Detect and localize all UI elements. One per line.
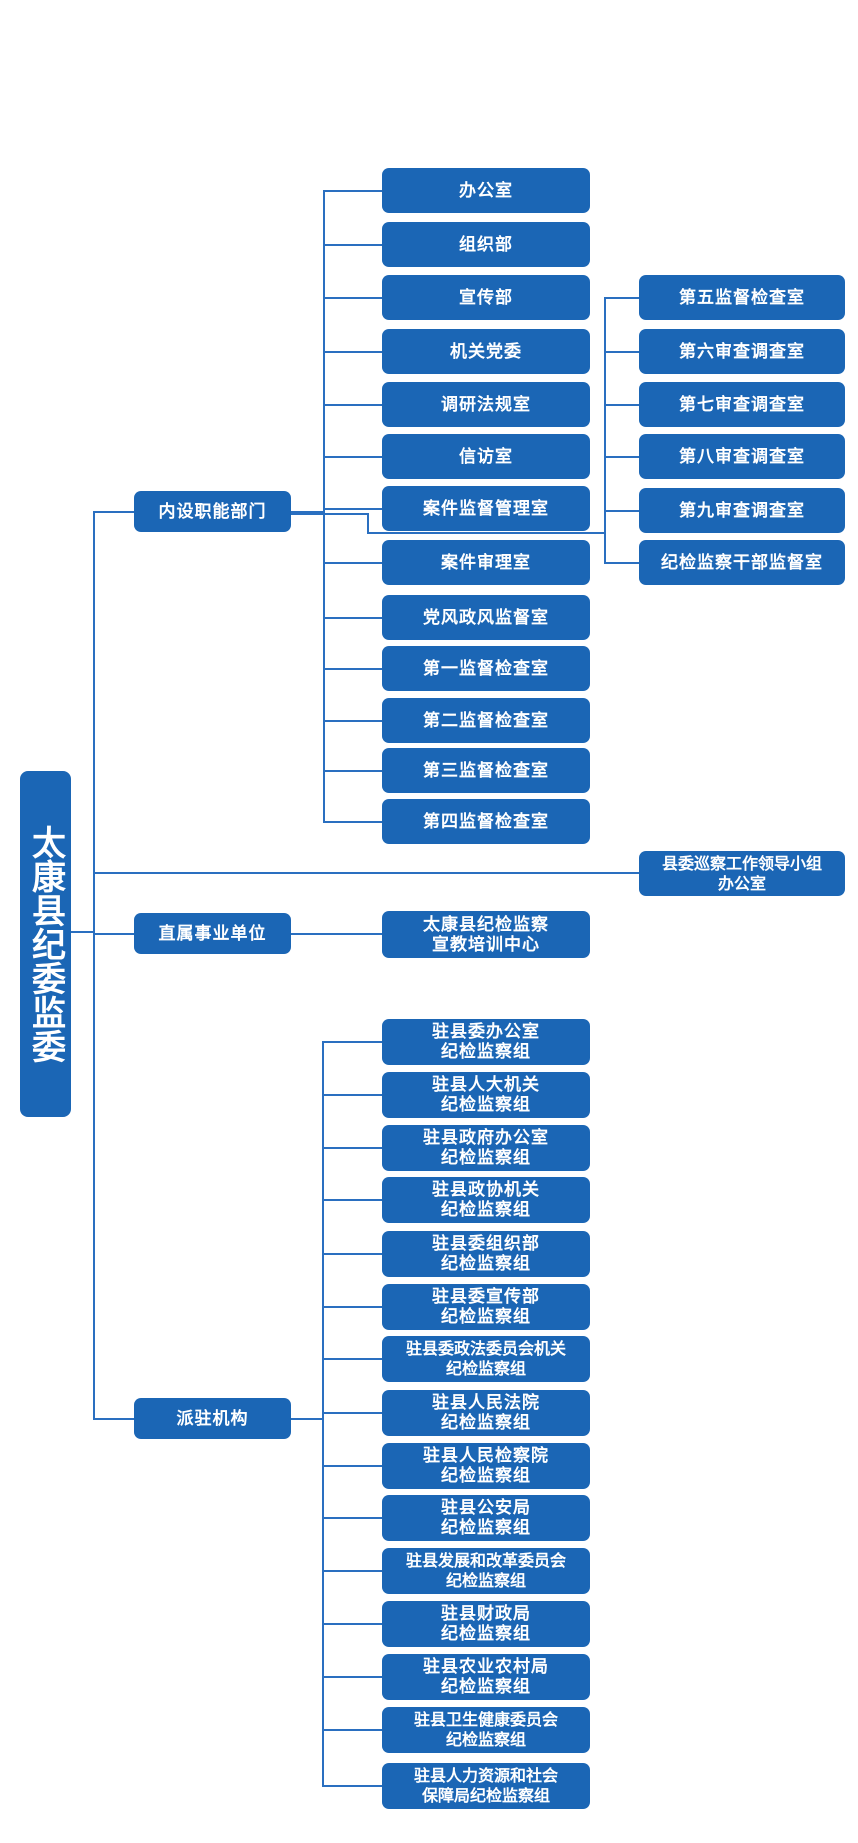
connector-line bbox=[322, 1306, 382, 1308]
connector-line bbox=[367, 532, 605, 534]
connector-line bbox=[322, 1729, 382, 1731]
connector-line bbox=[323, 821, 382, 823]
connector-line bbox=[323, 456, 382, 458]
dept-node-right: 第八审查调查室 bbox=[639, 434, 845, 479]
dept-node: 调研法规室 bbox=[382, 382, 590, 427]
agency-node: 驻县人民检察院 纪检监察组 bbox=[382, 1443, 590, 1489]
connector-line bbox=[322, 1623, 382, 1625]
connector-line bbox=[323, 190, 325, 822]
agency-node: 驻县发展和改革委员会 纪检监察组 bbox=[382, 1548, 590, 1594]
connector-line bbox=[291, 511, 324, 513]
connector-line bbox=[93, 872, 639, 874]
connector-line bbox=[71, 931, 94, 933]
connector-line bbox=[604, 456, 639, 458]
connector-line bbox=[323, 351, 382, 353]
connector-line bbox=[322, 1465, 382, 1467]
connector-line bbox=[322, 1517, 382, 1519]
connector-line bbox=[604, 297, 606, 563]
category-inspection-office: 县委巡察工作领导小组 办公室 bbox=[639, 851, 845, 896]
agency-node: 驻县财政局 纪检监察组 bbox=[382, 1601, 590, 1647]
dept-node: 党风政风监督室 bbox=[382, 595, 590, 640]
agency-node: 驻县农业农村局 纪检监察组 bbox=[382, 1654, 590, 1700]
category-dispatched-agencies: 派驻机构 bbox=[134, 1398, 291, 1439]
affiliated-unit-node: 太康县纪检监察 宣教培训中心 bbox=[382, 911, 590, 958]
connector-line bbox=[323, 617, 382, 619]
root-node: 太康县纪委监委 bbox=[20, 771, 71, 1117]
connector-line bbox=[323, 297, 382, 299]
agency-node: 驻县人大机关 纪检监察组 bbox=[382, 1072, 590, 1118]
connector-line bbox=[93, 511, 134, 513]
dept-node: 办公室 bbox=[382, 168, 590, 213]
dept-node: 第三监督检查室 bbox=[382, 748, 590, 793]
dept-node: 第二监督检查室 bbox=[382, 698, 590, 743]
agency-node: 驻县人力资源和社会 保障局纪检监察组 bbox=[382, 1763, 590, 1809]
dept-node: 第四监督检查室 bbox=[382, 799, 590, 844]
agency-node: 驻县委宣传部 纪检监察组 bbox=[382, 1284, 590, 1330]
agency-node: 驻县委办公室 纪检监察组 bbox=[382, 1019, 590, 1065]
connector-line bbox=[323, 770, 382, 772]
agency-node: 驻县卫生健康委员会 纪检监察组 bbox=[382, 1707, 590, 1753]
agency-node: 驻县人民法院 纪检监察组 bbox=[382, 1390, 590, 1436]
connector-line bbox=[322, 1570, 382, 1572]
dept-node: 信访室 bbox=[382, 434, 590, 479]
connector-line bbox=[323, 404, 382, 406]
dept-node-right: 第九审查调查室 bbox=[639, 488, 845, 533]
connector-line bbox=[291, 513, 368, 515]
connector-line bbox=[291, 933, 382, 935]
connector-line bbox=[323, 562, 382, 564]
connector-line bbox=[93, 1418, 134, 1420]
connector-line bbox=[604, 297, 639, 299]
category-internal-departments: 内设职能部门 bbox=[134, 491, 291, 532]
connector-line bbox=[322, 1676, 382, 1678]
connector-line bbox=[604, 510, 639, 512]
connector-line bbox=[322, 1253, 382, 1255]
agency-node: 驻县公安局 纪检监察组 bbox=[382, 1495, 590, 1541]
agency-node: 驻县委组织部 纪检监察组 bbox=[382, 1231, 590, 1277]
connector-line bbox=[322, 1094, 382, 1096]
connector-line bbox=[291, 1418, 323, 1420]
connector-line bbox=[323, 668, 382, 670]
dept-node-right: 纪检监察干部监督室 bbox=[639, 540, 845, 585]
connector-line bbox=[323, 190, 382, 192]
connector-line bbox=[93, 933, 134, 935]
dept-node-right: 第七审查调查室 bbox=[639, 382, 845, 427]
connector-line bbox=[323, 508, 382, 510]
dept-node: 机关党委 bbox=[382, 329, 590, 374]
dept-node: 宣传部 bbox=[382, 275, 590, 320]
connector-line bbox=[93, 511, 95, 1419]
dept-node-right: 第六审查调查室 bbox=[639, 329, 845, 374]
agency-node: 驻县政协机关 纪检监察组 bbox=[382, 1177, 590, 1223]
connector-line bbox=[323, 720, 382, 722]
dept-node: 第一监督检查室 bbox=[382, 646, 590, 691]
agency-node: 驻县政府办公室 纪检监察组 bbox=[382, 1125, 590, 1171]
dept-node-right: 第五监督检查室 bbox=[639, 275, 845, 320]
dept-node: 案件审理室 bbox=[382, 540, 590, 585]
category-affiliated-units: 直属事业单位 bbox=[134, 913, 291, 954]
connector-line bbox=[604, 351, 639, 353]
connector-line bbox=[322, 1412, 382, 1414]
connector-line bbox=[323, 244, 382, 246]
connector-line bbox=[322, 1785, 382, 1787]
agency-node: 驻县委政法委员会机关 纪检监察组 bbox=[382, 1336, 590, 1382]
connector-line bbox=[322, 1147, 382, 1149]
connector-line bbox=[604, 404, 639, 406]
connector-line bbox=[322, 1199, 382, 1201]
connector-line bbox=[604, 562, 639, 564]
dept-node: 案件监督管理室 bbox=[382, 486, 590, 531]
connector-line bbox=[367, 513, 369, 533]
connector-line bbox=[322, 1358, 382, 1360]
connector-line bbox=[322, 1041, 382, 1043]
dept-node: 组织部 bbox=[382, 222, 590, 267]
